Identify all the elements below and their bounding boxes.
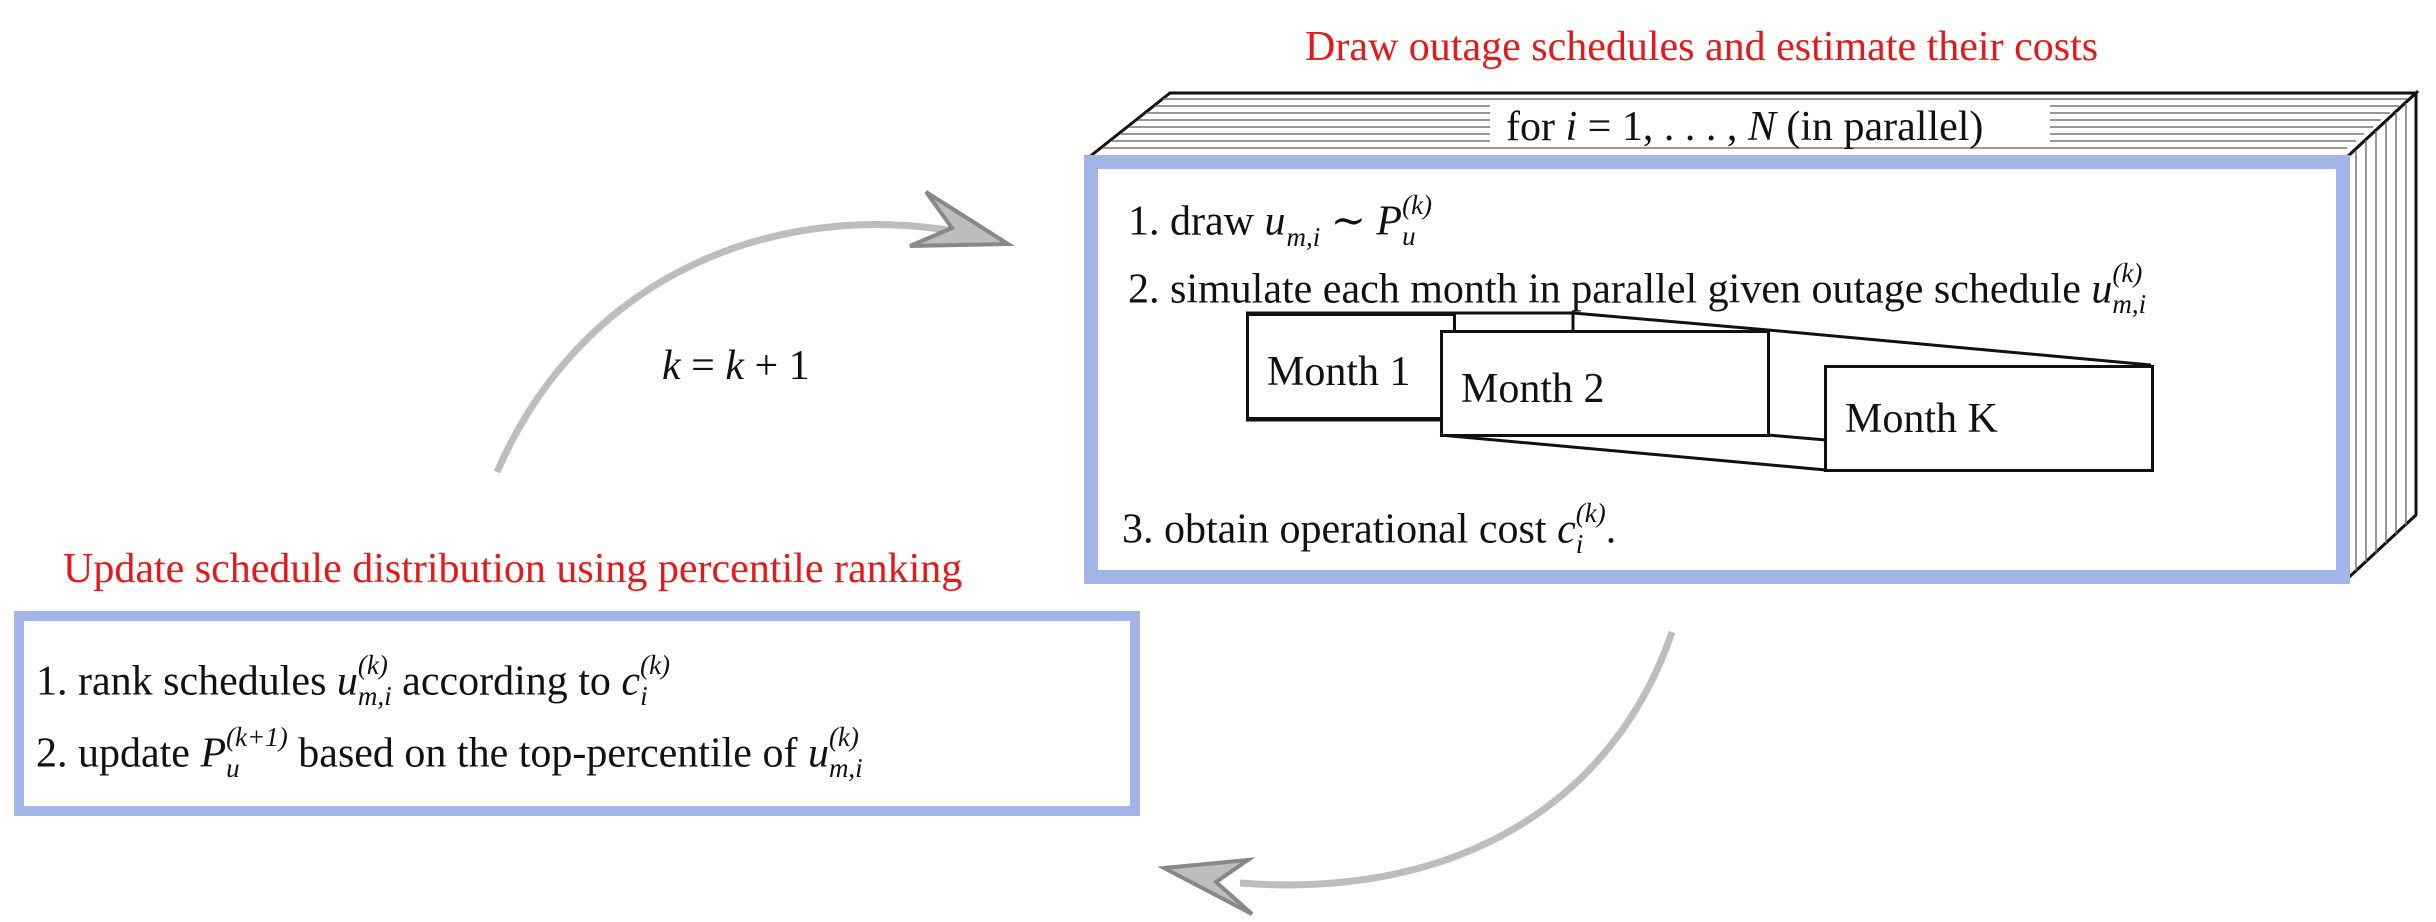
top-step-3-end: .: [1605, 506, 1617, 553]
top-step-2: 2. simulate each month in parallel given…: [1128, 260, 2147, 320]
top-step-1-p: P: [1376, 198, 1403, 245]
top-step-2-u-sub: m,i: [2112, 289, 2147, 319]
top-step-1-u: u: [1264, 198, 1286, 245]
bottom-step-1-text-a: rank schedules: [78, 658, 337, 705]
bottom-step-2-p-sub: u: [226, 753, 240, 783]
month-box-2: Month 2: [1440, 330, 1770, 437]
top-step-1: 1. draw um,i ∼ P(k)u: [1128, 192, 1432, 252]
top-step-1-p-sub: u: [1402, 221, 1416, 251]
bottom-step-1: 1. rank schedules u(k)m,i according to c…: [36, 652, 670, 712]
bottom-step-1-c-sup: (k): [640, 650, 671, 680]
top-step-2-text: simulate each month in parallel given ou…: [1170, 266, 2092, 313]
arrow-curve-lower: [1239, 630, 1676, 889]
header-suffix: (in parallel): [1775, 104, 1984, 150]
top-step-2-num: 2.: [1128, 266, 1160, 313]
top-step-3-c-sub: i: [1575, 529, 1584, 559]
bottom-step-2-text-a: update: [78, 730, 201, 777]
month-box-1: Month 1: [1246, 313, 1456, 420]
loop-k1: k: [662, 343, 681, 389]
bottom-step-1-u-sup: (k): [357, 650, 388, 680]
bottom-block-title: Update schedule distribution using perce…: [63, 546, 963, 592]
bottom-step-2-u-sup: (k): [828, 722, 859, 752]
header-mask: [1490, 103, 2050, 147]
arrow-head-upper: [909, 190, 1015, 248]
bottom-step-2-u: u: [807, 730, 829, 777]
top-step-1-p-sup: (k): [1402, 190, 1433, 220]
top-step-3-num: 3.: [1122, 506, 1154, 553]
bottom-step-1-c: c: [621, 658, 641, 705]
bottom-step-2: 2. update P(k+1)u based on the top-perce…: [36, 724, 863, 784]
bottom-step-2-p: P: [200, 730, 227, 777]
loop-counter-label: k = k + 1: [662, 345, 810, 387]
month-box-k: Month K: [1824, 365, 2154, 472]
bottom-step-1-u-sub: m,i: [357, 681, 392, 711]
top-step-3-c: c: [1557, 506, 1576, 553]
bottom-step-2-text-b: based on the top-percentile of: [287, 730, 808, 777]
top-step-1-num: 1.: [1128, 198, 1160, 245]
header-eq: = 1, . . . ,: [1577, 104, 1748, 150]
top-step-1-u-sub: m,i: [1286, 221, 1321, 252]
parallel-header: for i = 1, . . . , N (in parallel): [1506, 106, 1983, 148]
top-step-1-text: draw: [1170, 198, 1265, 245]
bottom-step-1-u: u: [336, 658, 358, 705]
bottom-step-1-num: 1.: [36, 658, 68, 705]
header-var-n: N: [1747, 104, 1776, 150]
month-label-k: Month K: [1845, 395, 1998, 442]
bottom-step-2-num: 2.: [36, 730, 68, 777]
bottom-block-frame: [14, 611, 1140, 816]
bottom-step-1-c-sub: i: [640, 681, 648, 711]
loop-eq: =: [680, 343, 726, 389]
bottom-step-1-text-b: according to: [391, 658, 622, 705]
arrow-curve-upper: [493, 221, 961, 474]
month-label-1: Month 1: [1267, 349, 1411, 395]
top-step-2-u-sup: (k): [2112, 258, 2143, 288]
month-label-2: Month 2: [1461, 366, 1605, 412]
bottom-step-2-p-sup: (k+1): [226, 722, 288, 752]
arrow-head-lower: [1157, 857, 1256, 916]
top-step-3: 3. obtain operational cost c(k)i.: [1122, 500, 1617, 560]
bottom-step-2-u-sub: m,i: [828, 753, 863, 783]
top-block-title: Draw outage schedules and estimate their…: [1305, 24, 2099, 70]
top-step-2-u: u: [2091, 266, 2113, 313]
top-step-1-sim: ∼: [1320, 198, 1377, 245]
header-prefix: for: [1506, 104, 1566, 150]
top-step-3-c-sup: (k): [1575, 498, 1606, 528]
top-step-3-text: obtain operational cost: [1164, 506, 1558, 553]
stack-side-page-lines: [2355, 103, 2407, 571]
loop-plus: + 1: [744, 343, 810, 389]
loop-k2: k: [725, 343, 744, 389]
header-var-i: i: [1565, 104, 1578, 150]
